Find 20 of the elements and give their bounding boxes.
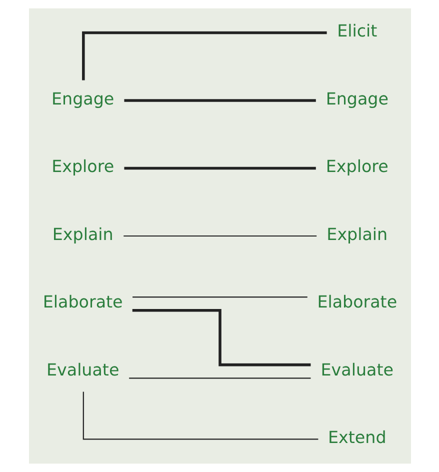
node-text: Explain xyxy=(326,224,388,244)
node-text: Elaborate xyxy=(316,292,397,312)
connector xyxy=(123,235,316,237)
node-text: Evaluate xyxy=(320,360,393,380)
connector xyxy=(132,309,310,366)
node-text: Explain xyxy=(52,224,113,244)
connector xyxy=(124,166,316,170)
node-text: Engage xyxy=(325,89,388,108)
connector xyxy=(124,99,316,102)
connector xyxy=(82,31,326,80)
connector xyxy=(132,296,307,298)
node-text: Evaluate xyxy=(46,360,119,380)
connector xyxy=(128,378,310,379)
node-text: Explore xyxy=(325,157,388,176)
node-text: Extend xyxy=(328,428,386,448)
connector xyxy=(82,392,318,440)
node-text: Elaborate xyxy=(42,292,122,312)
node-text: Explore xyxy=(51,157,114,176)
node-text: Elicit xyxy=(336,22,377,41)
node-text: Engage xyxy=(51,89,114,108)
